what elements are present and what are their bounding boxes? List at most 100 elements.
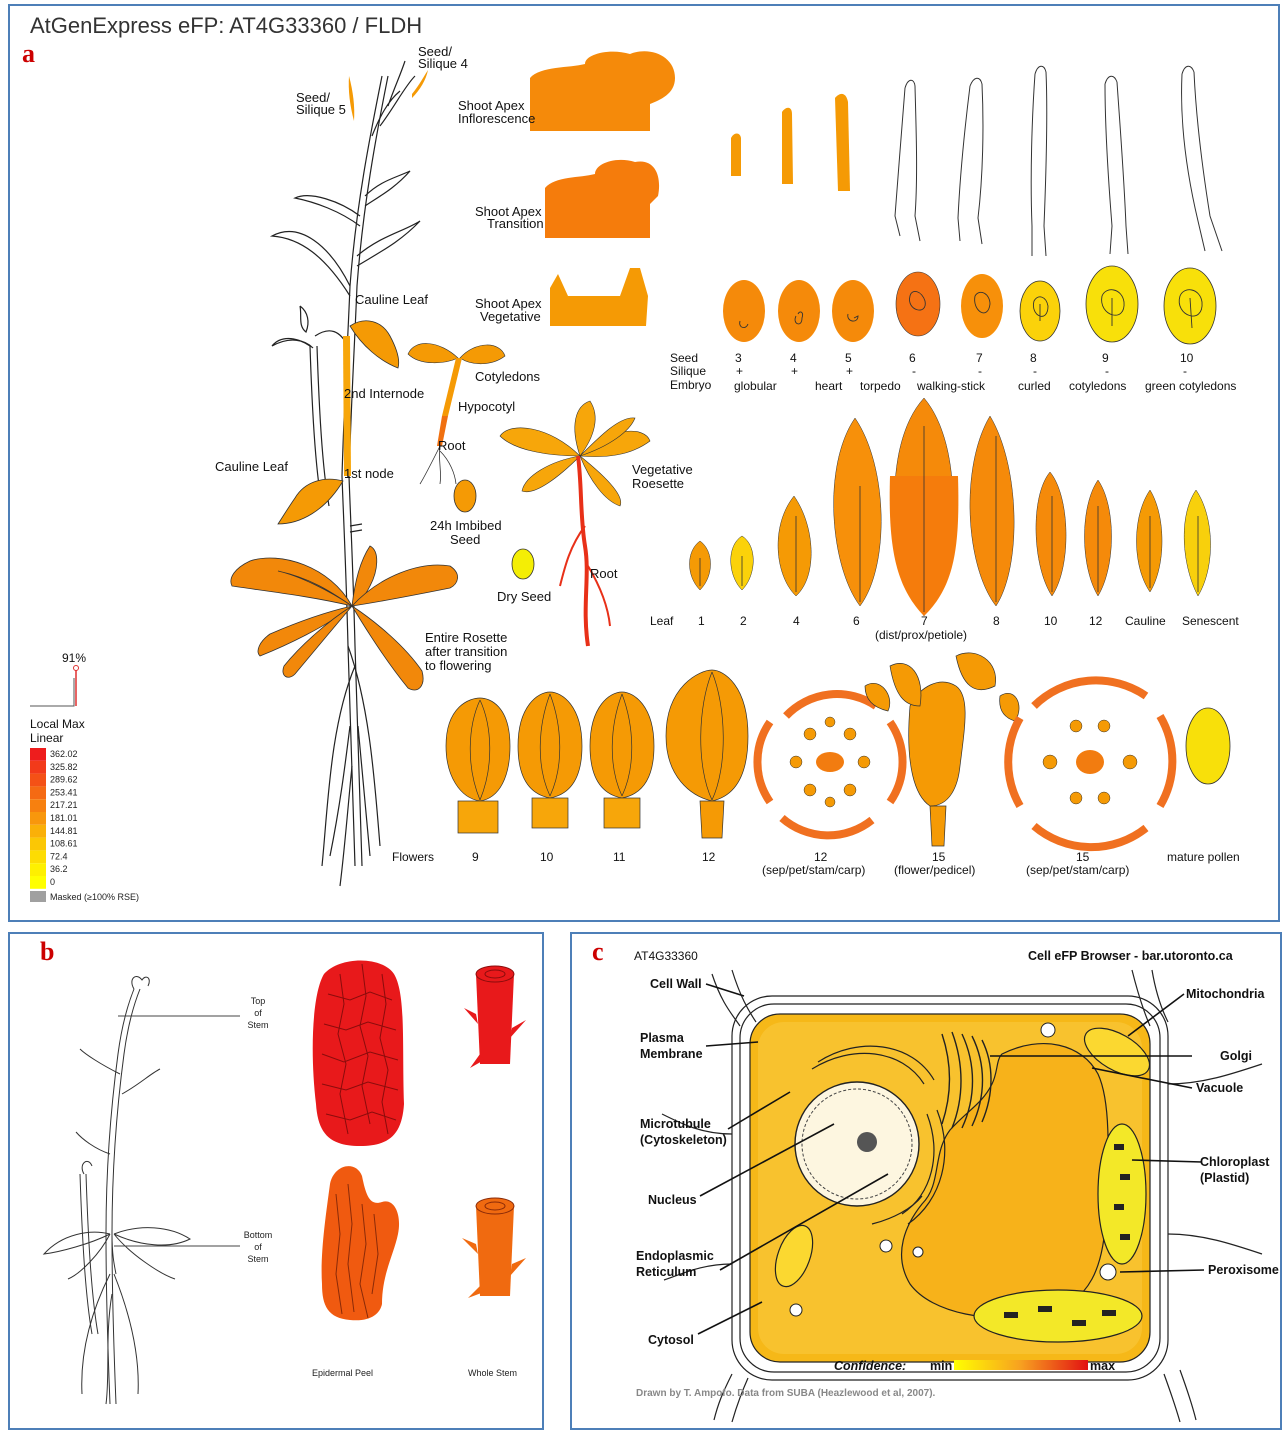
leaf-label: 1 — [698, 614, 705, 628]
label-cauline-leaf-lower: Cauline Leaf — [215, 459, 288, 474]
panel-c-label: c — [592, 937, 604, 966]
legend-color-swatches: 362.02325.82289.62253.41217.21181.01144.… — [30, 748, 78, 889]
embryo-stage: heart — [815, 379, 843, 393]
silique-mark: - — [1033, 364, 1037, 378]
label-microtubule: Microtubule(Cytoskeleton) — [640, 1117, 727, 1147]
flower-label: 12 — [814, 850, 828, 864]
entire-rosette-organ — [231, 546, 458, 690]
legend-swatch — [30, 876, 46, 889]
legend-swatch — [30, 761, 46, 774]
seed-number: 5 — [845, 351, 852, 365]
seed-number: 10 — [1180, 351, 1194, 365]
legend-value: 108.61 — [50, 839, 78, 849]
panel-b-label: b — [40, 937, 54, 966]
label-shoot-apex-inflorescence: Shoot ApexInflorescence — [458, 98, 535, 126]
leaf-row-note: (dist/prox/petiole) — [875, 628, 967, 642]
label-root-rosette: Root — [590, 566, 618, 581]
label-er: EndoplasmicReticulum — [636, 1249, 714, 1279]
leaf-row-header: Leaf — [650, 614, 674, 628]
silique-mark: + — [791, 364, 798, 378]
legend-swatch — [30, 825, 46, 838]
leaf-label: 12 — [1089, 614, 1103, 628]
label-nucleus: Nucleus — [648, 1193, 697, 1207]
seed-number: 8 — [1030, 351, 1037, 365]
flower-label: 15 — [932, 850, 946, 864]
cauline-leaf-lower-organ — [278, 479, 343, 524]
seed-row-numbers: 3 4 5 6 7 8 9 10 — [735, 351, 1194, 365]
embryo-stage: globular — [734, 379, 777, 393]
legend-value: 362.02 — [50, 749, 78, 759]
legend-swatch — [30, 748, 46, 761]
embryo-stage: walking-stick — [916, 379, 986, 393]
seed-row-embryo-stages: globular heart torpedo walking-stick cur… — [734, 379, 1236, 393]
legend-masked-swatch — [30, 891, 46, 902]
seed-stage-row — [723, 266, 1216, 344]
imbibed-seed-organ — [454, 480, 476, 512]
label-dry-seed: Dry Seed — [497, 589, 551, 604]
label-chloroplast: Chloroplast(Plastid) — [1200, 1155, 1270, 1185]
label-vacuole: Vacuole — [1196, 1081, 1243, 1095]
panel-c-canvas: c AT4G33360 Cell eFP Browser - bar.utoro… — [572, 934, 1282, 1430]
legend-swatch — [30, 850, 46, 863]
legend-value: 217.21 — [50, 800, 78, 810]
panel-a-canvas: AtGenExpress eFP: AT4G33360 / FLDH a See — [10, 6, 1280, 922]
flower-note: (sep/pet/stam/carp) — [762, 863, 865, 877]
seed-row-silique-marks: + + + - - - - - — [736, 364, 1187, 378]
dry-seed-organ — [512, 549, 534, 579]
flower-label: 10 — [540, 850, 554, 864]
bottom-whole-stem-organ — [462, 1198, 526, 1298]
panel-c-header: Cell eFP Browser - bar.utoronto.ca — [1028, 949, 1234, 963]
seed-number: 3 — [735, 351, 742, 365]
label-epidermal-peel: Epidermal Peel — [312, 1368, 373, 1378]
label-root-seedling: Root — [438, 438, 466, 453]
legend-swatch — [30, 774, 46, 787]
legend-value: 325.82 — [50, 762, 78, 772]
legend-value: 181.01 — [50, 813, 78, 823]
silique-mark: + — [846, 364, 853, 378]
label-cauline-leaf-upper: Cauline Leaf — [355, 292, 428, 307]
flower-label: mature pollen — [1167, 850, 1240, 864]
seed-number: 6 — [909, 351, 916, 365]
flower-label: 9 — [472, 850, 479, 864]
leaf-label: 4 — [793, 614, 800, 628]
stem-plant-drawing — [44, 977, 190, 1404]
legend-value: 144.81 — [50, 826, 78, 836]
legend-swatch — [30, 838, 46, 851]
seed-silique-4-organ — [412, 70, 428, 98]
legend-value: 72.4 — [50, 851, 68, 861]
panel-c-cell-efp: c AT4G33360 Cell eFP Browser - bar.utoro… — [570, 932, 1282, 1430]
label-seed-silique-4: Seed/Silique 4 — [418, 44, 468, 71]
bottom-epidermal-peel-organ — [322, 1166, 399, 1320]
legend-swatch — [30, 786, 46, 799]
shoot-apex-inflorescence-organ — [530, 51, 675, 131]
label-second-internode: 2nd Internode — [344, 386, 424, 401]
embryo-stage: curled — [1018, 379, 1051, 393]
floral-diagram-15 — [1008, 680, 1172, 847]
panel-c-footer: Drawn by T. Ampofo. Data from SUBA (Heaz… — [636, 1388, 936, 1399]
embryo-stage: green cotyledons — [1145, 379, 1236, 393]
label-golgi: Golgi — [1220, 1049, 1252, 1063]
confidence-label: Confidence: — [834, 1359, 906, 1373]
cauline-leaf-upper-organ — [350, 321, 399, 368]
seed-number: 9 — [1102, 351, 1109, 365]
embryo-stage: torpedo — [860, 379, 901, 393]
leaf-label: 6 — [853, 614, 860, 628]
silique-mark: - — [912, 364, 916, 378]
confidence-max: max — [1090, 1359, 1115, 1373]
panel-a-label: a — [22, 39, 35, 68]
legend-value: 289.62 — [50, 775, 78, 785]
label-whole-stem: Whole Stem — [468, 1368, 517, 1378]
label-shoot-apex-vegetative: Shoot ApexVegetative — [475, 296, 542, 324]
leaf-label: Senescent — [1182, 614, 1239, 628]
legend-swatch — [30, 863, 46, 876]
top-whole-stem-organ — [464, 966, 526, 1068]
legend-value: 36.2 — [50, 864, 68, 874]
silique-row — [731, 66, 1222, 256]
label-plasma-membrane: PlasmaMembrane — [640, 1031, 703, 1061]
seed-number: 4 — [790, 351, 797, 365]
leaf-label: 7 — [921, 614, 928, 628]
leaf-label: Cauline — [1125, 614, 1166, 628]
label-hypocotyl: Hypocotyl — [458, 399, 515, 414]
flower-label: 15 — [1076, 850, 1090, 864]
